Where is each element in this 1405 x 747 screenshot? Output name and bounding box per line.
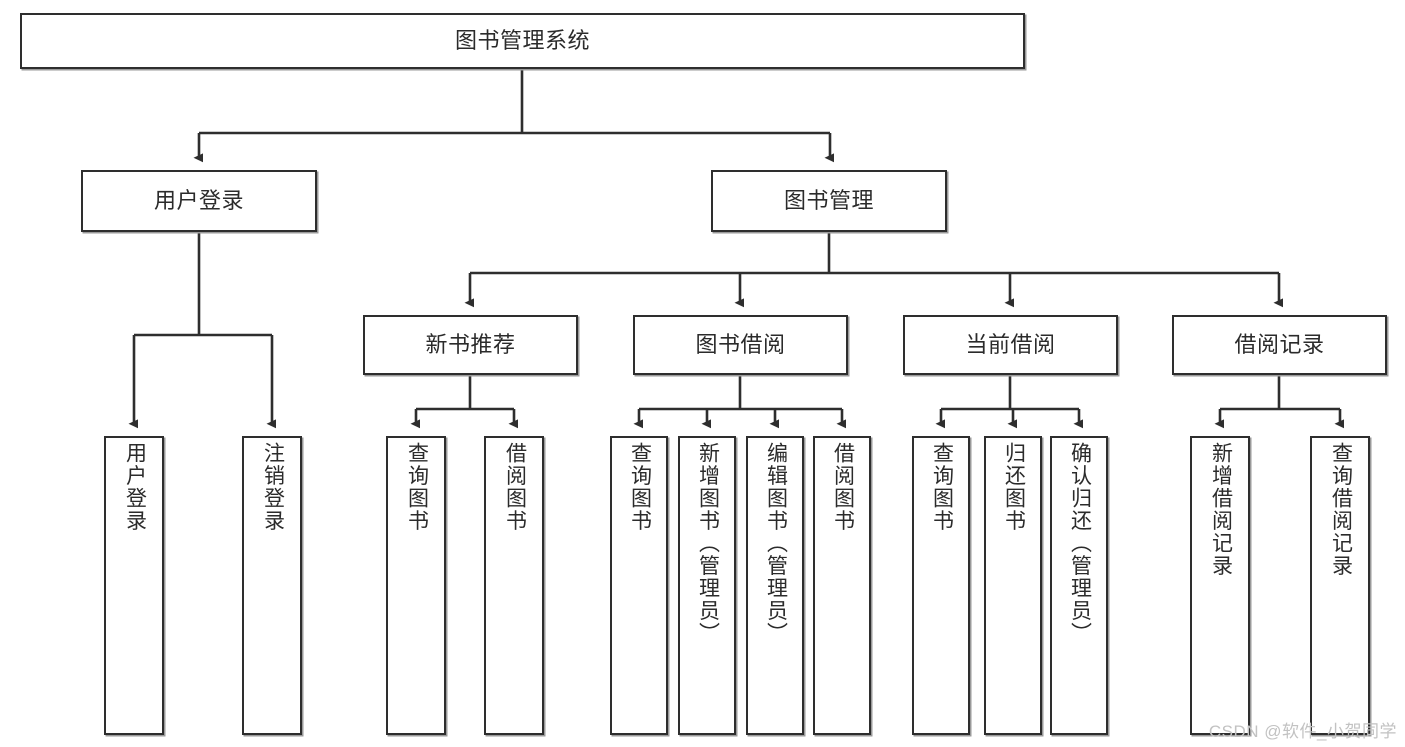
leaf-query-book-3[interactable]: 查询图书 (912, 436, 970, 735)
leaf-query-book-1[interactable]: 查询图书 (386, 436, 446, 735)
watermark-text: CSDN @软件_小贺同学 (1208, 722, 1397, 741)
leaf-edit-book[interactable]: 编辑图书（管理员） (746, 436, 804, 735)
leaf-borrow-book-1[interactable]: 借阅图书 (484, 436, 544, 735)
node-current-borrow-label: 当前借阅 (965, 332, 1056, 358)
node-borrow-record-label: 借阅记录 (1234, 332, 1325, 358)
node-user-login-label: 用户登录 (153, 188, 244, 214)
leaf-query-record[interactable]: 查询借阅记录 (1310, 436, 1370, 735)
leaf-query-book-2-label: 查询图书 (628, 442, 652, 532)
node-book-borrow[interactable]: 图书借阅 (633, 315, 848, 375)
node-new-book-recommend-label: 新书推荐 (425, 332, 516, 358)
leaf-return-book[interactable]: 归还图书 (984, 436, 1042, 735)
leaf-user-login-label: 用户登录 (123, 442, 147, 532)
leaf-add-book-label: 新增图书（管理员） (696, 442, 720, 645)
node-book-management[interactable]: 图书管理 (711, 170, 947, 232)
node-book-management-label: 图书管理 (783, 188, 874, 214)
node-new-book-recommend[interactable]: 新书推荐 (363, 315, 578, 375)
node-user-login[interactable]: 用户登录 (81, 170, 317, 232)
node-borrow-record[interactable]: 借阅记录 (1172, 315, 1387, 375)
leaf-add-book[interactable]: 新增图书（管理员） (678, 436, 736, 735)
leaf-query-book-3-label: 查询图书 (930, 442, 954, 532)
node-root-label: 图书管理系统 (454, 28, 590, 54)
leaf-edit-book-label: 编辑图书（管理员） (764, 442, 788, 645)
leaf-query-book-2[interactable]: 查询图书 (610, 436, 668, 735)
leaf-borrow-book-1-label: 借阅图书 (503, 442, 527, 532)
leaf-user-login[interactable]: 用户登录 (104, 436, 164, 735)
node-current-borrow[interactable]: 当前借阅 (903, 315, 1118, 375)
leaf-return-book-label: 归还图书 (1002, 442, 1026, 532)
node-root[interactable]: 图书管理系统 (20, 13, 1025, 69)
leaf-user-logout[interactable]: 注销登录 (242, 436, 302, 735)
leaf-add-record[interactable]: 新增借阅记录 (1190, 436, 1250, 735)
leaf-confirm-return[interactable]: 确认归还（管理员） (1050, 436, 1108, 735)
leaf-query-record-label: 查询借阅记录 (1329, 442, 1353, 577)
leaf-query-book-1-label: 查询图书 (405, 442, 429, 532)
leaf-user-logout-label: 注销登录 (261, 442, 285, 532)
leaf-borrow-book-2-label: 借阅图书 (831, 442, 855, 532)
leaf-add-record-label: 新增借阅记录 (1209, 442, 1233, 577)
leaf-confirm-return-label: 确认归还（管理员） (1068, 442, 1092, 645)
leaf-borrow-book-2[interactable]: 借阅图书 (813, 436, 871, 735)
node-book-borrow-label: 图书借阅 (695, 332, 786, 358)
